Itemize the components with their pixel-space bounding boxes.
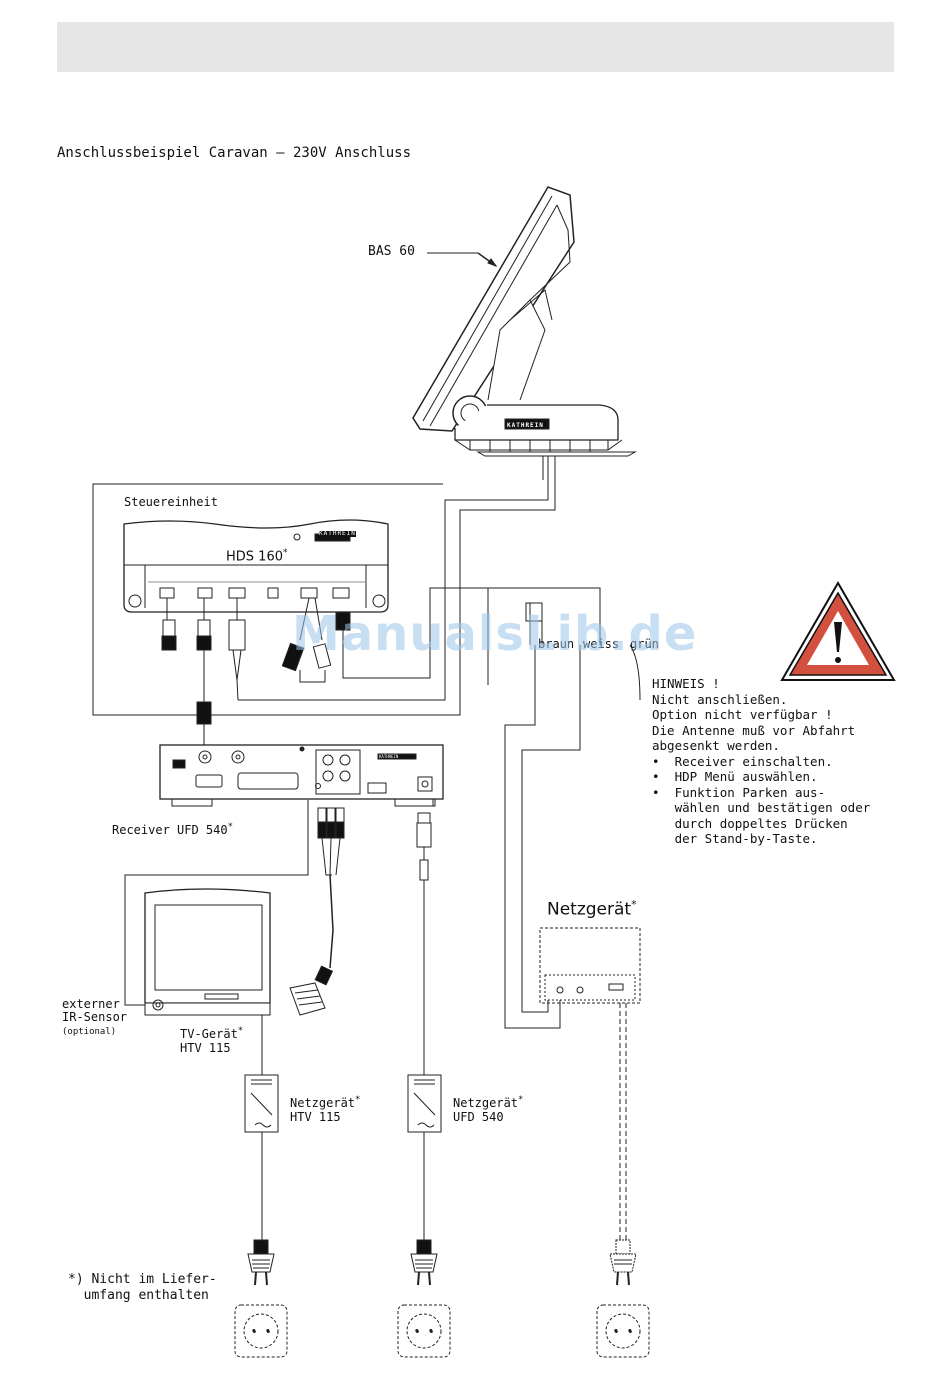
label-psu-main: Netzgerät* bbox=[547, 898, 637, 920]
power-supply-tv bbox=[244, 1074, 279, 1240]
watermark: ManualsLib.de bbox=[292, 606, 698, 662]
socket-1 bbox=[234, 1304, 288, 1358]
plug-2 bbox=[410, 1239, 438, 1286]
socket-2 bbox=[397, 1304, 451, 1358]
label-antenna: BAS 60 bbox=[368, 244, 415, 259]
plug-3 bbox=[609, 1239, 637, 1286]
label-psu-tv: Netzgerät* HTV 115 bbox=[290, 1095, 361, 1124]
control-unit-hds160 bbox=[123, 519, 489, 750]
note-box: HINWEIS ! Nicht anschließen. Option nich… bbox=[652, 676, 871, 846]
footnote: *) Nicht im Liefer- umfang enthalten bbox=[68, 1272, 217, 1303]
label-tv: TV-Gerät* HTV 115 bbox=[180, 1026, 244, 1055]
header-bar bbox=[57, 22, 894, 72]
socket-3 bbox=[596, 1304, 650, 1358]
label-control-unit: Steuereinheit bbox=[124, 495, 218, 509]
wire-label-gruen: grün bbox=[630, 637, 659, 651]
label-control-model: HDS 160* bbox=[226, 548, 288, 565]
receiver-ufd540 bbox=[159, 744, 444, 807]
receiver-power-cable bbox=[416, 812, 432, 1075]
antenna-bas60 bbox=[412, 186, 637, 457]
page-title: Anschlussbeispiel Caravan – 230V Anschlu… bbox=[57, 145, 412, 161]
plug-1 bbox=[247, 1239, 275, 1286]
power-supply-main bbox=[539, 927, 641, 1240]
power-supply-receiver bbox=[407, 1074, 442, 1240]
label-receiver: Receiver UFD 540* bbox=[112, 822, 234, 837]
label-psu-receiver: Netzgerät* UFD 540 bbox=[453, 1095, 524, 1124]
tv-set-htv115 bbox=[144, 888, 271, 1075]
label-ext-sensor: externer IR-Sensor (optional) bbox=[62, 997, 128, 1038]
note-title: HINWEIS ! bbox=[652, 676, 720, 691]
wire-label-weiss: weiss bbox=[583, 637, 620, 651]
warning-icon bbox=[780, 580, 896, 681]
brand-logo-antenna: KATHREIN bbox=[507, 422, 544, 429]
brand-logo-receiver: KATHREIN bbox=[379, 754, 399, 759]
brand-logo-hds: KATHREIN bbox=[319, 530, 356, 537]
av-cable bbox=[289, 807, 345, 1016]
wire-label-braun: braun bbox=[538, 637, 575, 651]
